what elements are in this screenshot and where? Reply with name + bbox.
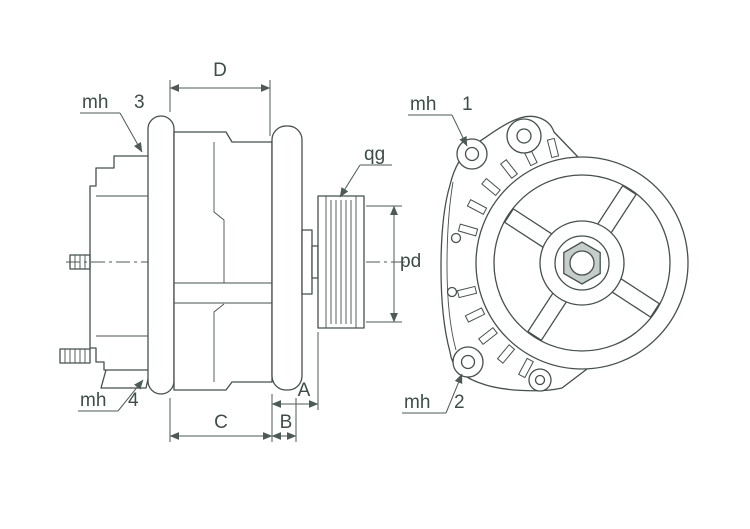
vent-slat <box>464 307 486 323</box>
vent-slat <box>499 159 519 179</box>
body-step-line-lower <box>213 303 225 382</box>
leader-line <box>445 373 463 414</box>
stud-threads <box>64 349 86 363</box>
pulley <box>317 195 365 329</box>
pulley-face-rim <box>493 174 671 352</box>
vent-slat <box>496 344 516 364</box>
leader-line <box>119 112 143 153</box>
dimension-label-C: C <box>214 412 228 433</box>
mounting-hole-1 <box>464 146 480 162</box>
mounting-hole-top <box>516 128 532 144</box>
vent-slat <box>478 326 498 346</box>
vent-slats <box>456 137 560 379</box>
body-step-line-upper <box>213 142 225 283</box>
dimension-D: D <box>169 60 271 136</box>
pulley-grooves <box>330 200 352 324</box>
callout-prefix: mh <box>404 392 430 413</box>
shaft <box>311 245 319 279</box>
vent-slat <box>518 357 534 379</box>
vent-slat <box>456 285 478 299</box>
dimension-A: A <box>271 332 319 410</box>
callout-mh-1: mh 1 <box>408 94 473 147</box>
callout-prefix: mh <box>80 390 106 411</box>
mounting-hole-2 <box>460 354 476 370</box>
pulley-spokes <box>504 185 660 341</box>
small-hole-left-upper <box>450 232 462 244</box>
callout-number: 4 <box>128 390 139 411</box>
vent-slat <box>466 199 488 215</box>
shaft-spacer <box>301 229 313 295</box>
callout-label-qg: qg <box>364 144 385 165</box>
stator-body <box>173 131 273 391</box>
callout-number: 3 <box>134 92 145 113</box>
callout-qg: qg <box>339 144 392 198</box>
dimension-label-pd: pd <box>400 251 421 272</box>
dimension-B: B <box>271 398 297 442</box>
small-hole-left-lower <box>446 286 458 298</box>
callout-mh-3: mh 3 <box>80 92 145 153</box>
rear-housing-outline <box>89 155 151 371</box>
dimension-label-D: D <box>213 60 227 81</box>
callout-mh-2: mh 2 <box>402 373 465 414</box>
callout-prefix: mh <box>82 92 108 113</box>
stud-threads <box>74 255 86 269</box>
bracket-inner-contour <box>446 181 457 351</box>
vent-slat <box>457 223 479 237</box>
dimension-label-B: B <box>280 412 293 433</box>
leader-line <box>117 379 144 412</box>
callout-number: 2 <box>454 392 465 413</box>
side-view <box>59 115 410 395</box>
callout-mh-4: mh 4 <box>78 379 144 412</box>
mounting-hole-bottom <box>534 374 546 386</box>
dimension-C: C <box>169 394 273 442</box>
vent-slat <box>481 177 501 197</box>
callout-prefix: mh <box>410 94 436 115</box>
terminal-stud-upper <box>69 254 91 270</box>
hub-ring <box>554 235 610 291</box>
mounting-foot <box>100 369 151 389</box>
rear-mounting-plate <box>147 115 175 395</box>
front-view <box>440 115 689 392</box>
dimension-pd: pd <box>366 205 421 323</box>
drive-end-flange <box>271 125 303 391</box>
vent-slat <box>546 137 560 159</box>
dimension-label-A: A <box>298 380 311 401</box>
callout-number: 1 <box>462 94 473 115</box>
leader-line <box>339 164 361 198</box>
terminal-stud-lower <box>59 348 91 364</box>
shaft-end <box>569 250 595 276</box>
leader-line <box>451 114 468 147</box>
